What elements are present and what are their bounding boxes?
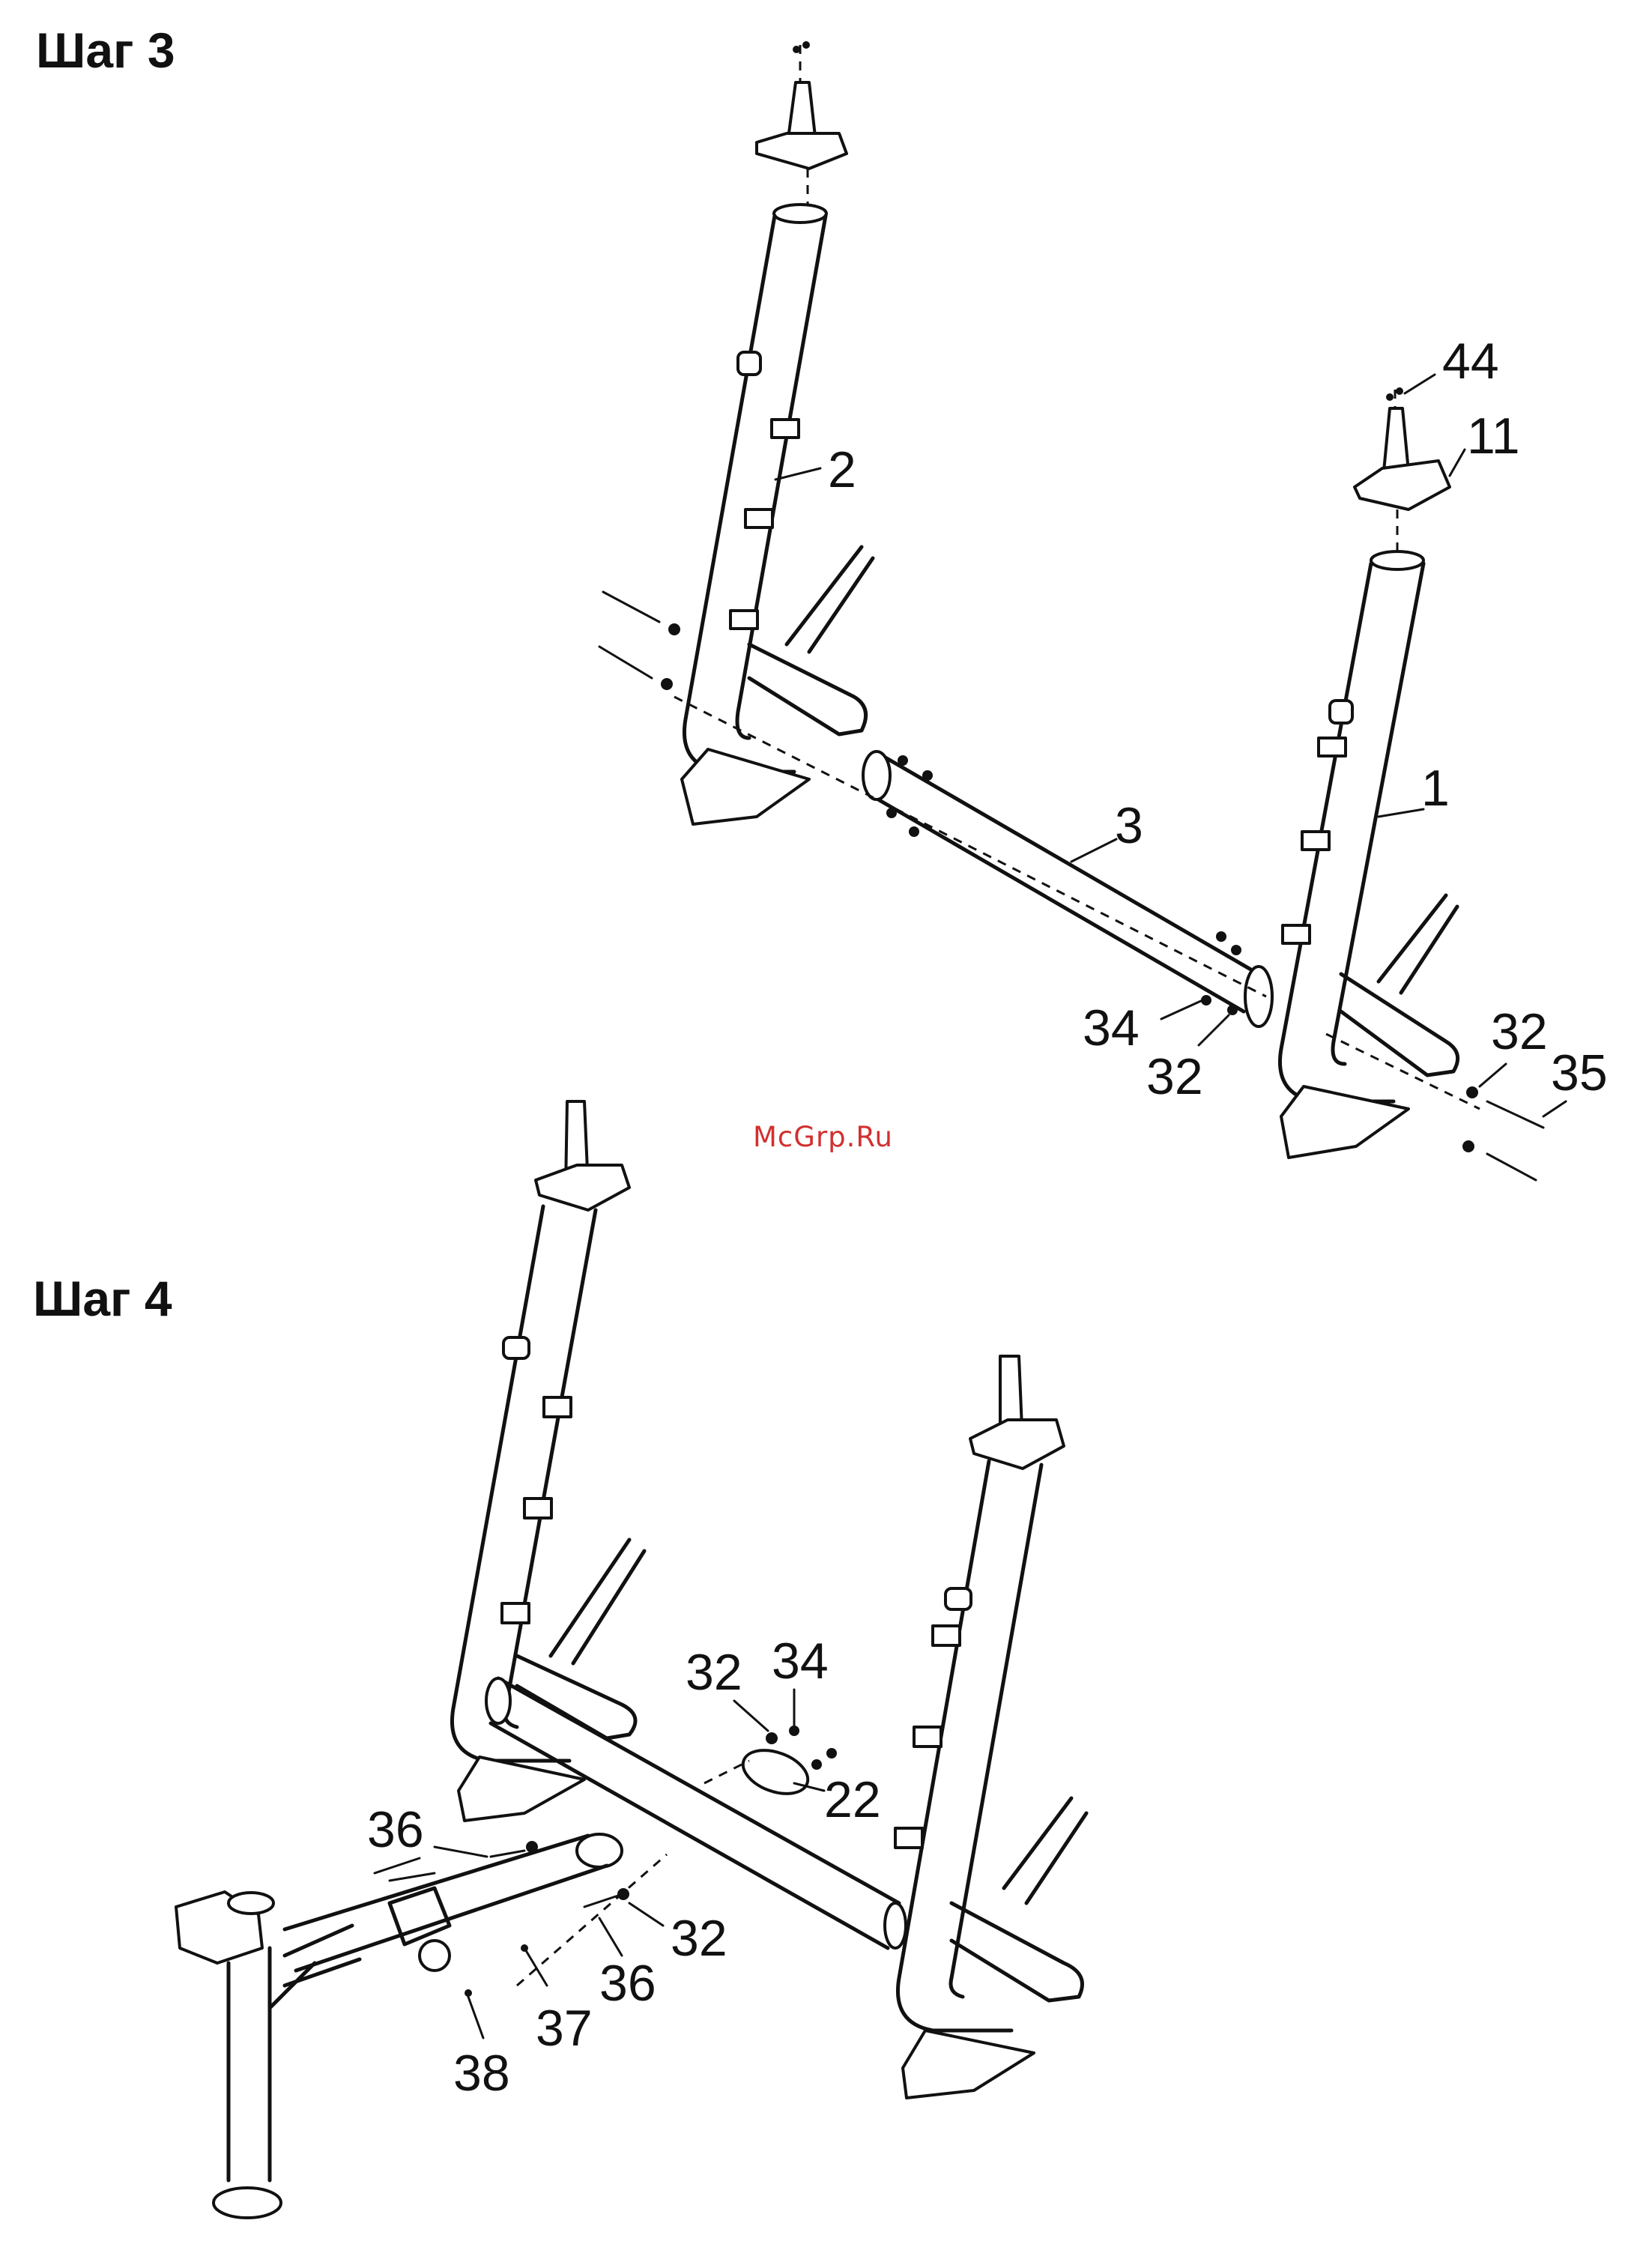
callout-36-b: 36 <box>599 1955 656 2012</box>
callout-32-d: 32 <box>671 1910 727 1967</box>
callout-44: 44 <box>1442 333 1499 390</box>
step-4-diagram: 32 34 22 36 32 36 37 38 <box>176 1101 1086 2218</box>
step-3-diagram: 44 11 2 1 3 34 32 32 35 <box>599 41 1608 1180</box>
callout-35: 35 <box>1551 1044 1608 1101</box>
callout-37: 37 <box>536 2000 593 2057</box>
callout-36-a: 36 <box>367 1801 424 1858</box>
callout-1: 1 <box>1421 760 1450 817</box>
upright-1 <box>1280 551 1543 1180</box>
callout-38: 38 <box>453 2045 510 2102</box>
upright-2 <box>599 205 873 824</box>
callout-34: 34 <box>1083 1000 1140 1056</box>
callout-32-c: 32 <box>686 1644 742 1701</box>
callout-32-a: 32 <box>1146 1048 1203 1105</box>
callout-32-b: 32 <box>1491 1003 1548 1060</box>
j-hook-upright-1 <box>1355 387 1450 554</box>
callout-34-b: 34 <box>772 1633 829 1690</box>
j-hook-upright-2 <box>757 41 847 210</box>
crossbar-3 <box>674 697 1272 1026</box>
callout-22: 22 <box>824 1771 881 1828</box>
step-4-left-upright <box>452 1101 644 1821</box>
callout-3: 3 <box>1115 797 1143 854</box>
step-4-plate-22 <box>704 1726 837 1802</box>
step-4-right-upright <box>895 1356 1086 2098</box>
callout-11: 11 <box>1467 408 1520 465</box>
callout-2: 2 <box>828 441 856 498</box>
